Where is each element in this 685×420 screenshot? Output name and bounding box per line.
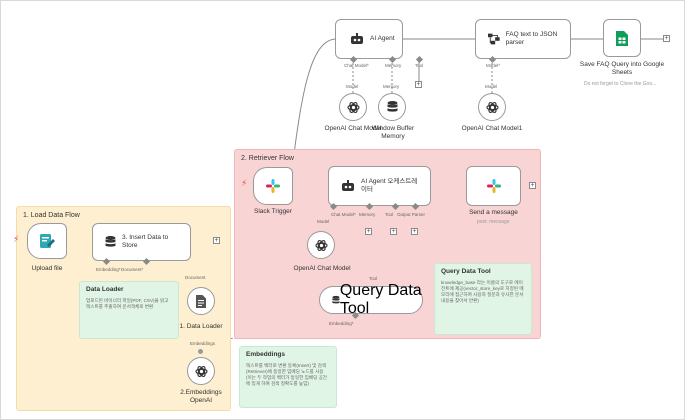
orch-add-output-parser-button[interactable]: + [411,228,418,235]
flow-icon [488,33,500,45]
orch-tool-port-label: Tool [385,212,394,217]
embeddings-note-body: 텍스트를 벡터로 변환 등록(Insert) 및 검색(Retriever)에 … [246,363,328,386]
openai-chat-model1-port-label: Model [485,84,498,89]
openai-chat-model1-node[interactable] [478,93,506,121]
ai-agent-add-tool-button[interactable]: + [415,81,422,88]
window-buffer-memory-port-label: Memory [383,84,400,89]
slack-trigger-label: Slack Trigger [254,208,292,215]
trigger-bolt-icon: ⚡ [241,178,248,188]
openai-chat-model-retriever-port-label: Model [317,219,330,224]
openai-icon [485,101,499,113]
database-icon [332,295,340,303]
ai-agent-tool-port[interactable] [415,55,424,64]
ai-agent-orchestrator-label: AI Agent 오케스트레이터 [361,178,418,193]
save-faq-subtitle: Do not forget to Clone the Goo... [584,81,657,87]
data-loader-embeddings-port[interactable] [198,349,203,354]
ai-agent-node[interactable]: AI Agent [335,19,403,59]
retriever-flow-title: 2. Retriever Flow [241,155,294,162]
insert-data-document-port-label: Document* [121,267,144,272]
window-buffer-memory-label: Window Buffer Memory [371,125,415,140]
database-icon [387,100,397,112]
query-data-tool-node[interactable]: Query Data Tool [319,282,423,317]
openai-icon [346,101,360,113]
query-data-tool-note-title: Query Data Tool [441,268,491,275]
upload-file-label: Upload file [31,265,63,272]
robot-icon [342,180,354,191]
trigger-bolt-icon: ⚡ [13,234,20,244]
data-loader-document-port-label: Document [185,275,206,280]
ai-agent-memory-port-label: Memory [385,63,402,68]
google-sheets-icon [616,30,628,46]
embeddings-openai-node[interactable] [187,357,215,385]
slack-icon [486,179,501,193]
embeddings-note: Embeddings 텍스트를 벡터로 변환 등록(Insert) 및 검색(R… [239,346,337,408]
insert-data-store-node[interactable]: 3. Insert Data to Store [92,223,191,261]
faq-json-model-port-label: Model* [486,63,501,68]
query-data-tool-note: Query Data Tool knowledge_base 라는 이름의 도구… [434,263,532,335]
save-faq-label: Save FAQ Query into Google Sheets [579,61,665,76]
ai-agent-tool-port-label: Tool [415,63,424,68]
window-buffer-memory-node[interactable] [378,93,406,121]
send-message-label: Send a message [469,209,518,216]
send-message-node[interactable] [466,166,521,206]
database-icon [105,235,116,247]
data-loader-note-body: 업로드된 바이너리 파일(PDF, CSV)을 읽고 텍스트를 추출하여 문서객… [86,298,169,309]
openai-chat-model-top-node[interactable] [339,93,367,121]
faq-json-parser-label: FAQ text to JSON parser [505,31,558,46]
save-faq-google-sheets-node[interactable] [603,19,641,57]
ai-agent-label: AI Agent [370,35,395,42]
slack-trigger-node[interactable] [253,167,293,205]
orch-chat-model-port-label: Chat Model* [331,212,356,217]
query-data-tool-embedding-port-label: Embedding* [329,321,354,326]
openai-chat-model-top-label: OpenAI Chat Model [324,125,382,132]
orch-memory-port-label: Memory [359,212,376,217]
openai-chat-model-retriever-node[interactable] [307,231,335,259]
upload-file-node[interactable] [27,223,67,259]
orch-output-parser-port-label: Output Parser [397,212,426,217]
openai-chat-model-top-port-label: Model [346,84,359,89]
orch-add-memory-button[interactable]: + [365,228,372,235]
ai-agent-chat-model-port-label: Chat Model* [344,63,369,68]
openai-icon [314,239,328,251]
slack-icon [266,179,280,193]
send-message-subtitle: post: message [477,219,510,225]
embeddings-openai-label: 2.Embeddings OpenAI [180,389,222,404]
data-loader-embeddings-port-label: Embeddings [190,341,216,346]
data-loader-node[interactable] [187,287,215,315]
insert-data-embedding-port-label: Embedding* [96,267,121,272]
load-data-flow-title: 1. Load Data Flow [23,212,80,219]
save-faq-add-button[interactable]: + [663,35,670,42]
data-loader-note-title: Data Loader [86,286,124,293]
query-data-tool-label: Query Data Tool [339,282,422,317]
insert-data-store-label: 3. Insert Data to Store [122,234,169,249]
data-loader-label: 1. Data Loader [179,323,223,330]
openai-chat-model-retriever-label: OpenAI Chat Model [293,265,351,272]
embeddings-note-title: Embeddings [246,351,286,358]
query-data-tool-top-port-label: Tool [369,276,378,281]
robot-icon [351,33,363,44]
data-loader-note: Data Loader 업로드된 바이너리 파일(PDF, CSV)을 읽고 텍… [79,281,179,339]
openai-chat-model1-label: OpenAI Chat Model1 [461,125,523,132]
form-upload-icon [39,234,55,248]
orch-add-tool-button[interactable]: + [390,228,397,235]
faq-json-parser-node[interactable]: FAQ text to JSON parser [475,19,571,59]
query-data-tool-note-body: knowledge_base 라는 이름의 도구로 에이전트에 제공(vecto… [441,280,524,303]
send-message-add-button[interactable]: + [529,182,536,189]
openai-icon [194,365,208,377]
ai-agent-orchestrator-node[interactable]: AI Agent 오케스트레이터 [328,166,431,206]
document-icon [196,294,206,308]
insert-data-add-button[interactable]: + [213,237,220,244]
